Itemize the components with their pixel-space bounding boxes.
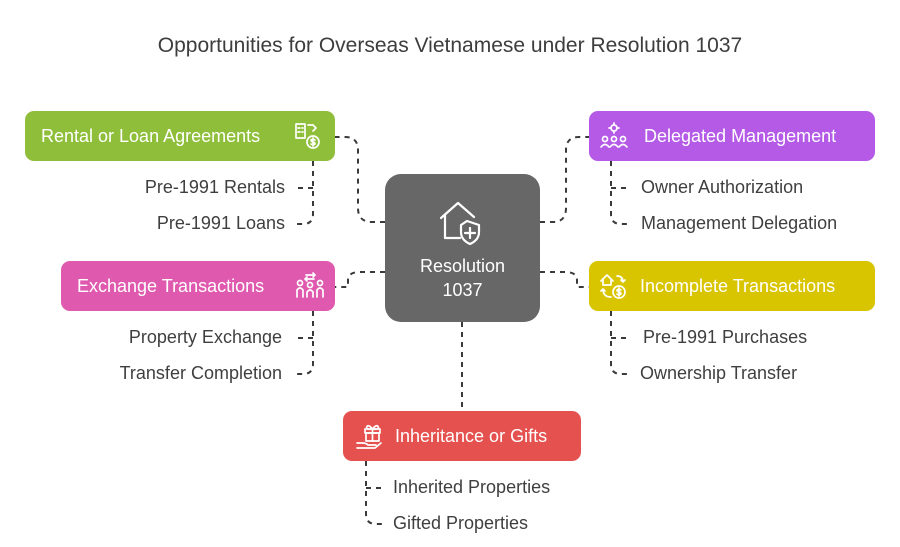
diagram-title: Opportunities for Overseas Vietnamese un… xyxy=(157,34,743,57)
sub-item: Ownership Transfer xyxy=(640,363,798,383)
center-label-line1: Resolution xyxy=(419,256,506,276)
exchange-people-icon xyxy=(296,272,324,298)
branch-inheritance[interactable]: Inheritance or Gifts xyxy=(343,411,581,461)
link-exchange xyxy=(335,271,385,288)
sub-item: Owner Authorization xyxy=(641,177,804,197)
people-network-icon xyxy=(600,122,628,148)
tree-incomplete xyxy=(610,311,628,375)
link-delegated xyxy=(540,136,589,223)
branch-delegated-label: Delegated Management xyxy=(644,125,837,146)
center-label-line2: 1037 xyxy=(442,280,483,300)
branch-rental-label: Rental or Loan Agreements xyxy=(41,125,261,146)
building-dollar-icon xyxy=(295,123,320,149)
branch-inheritance-label: Inheritance or Gifts xyxy=(395,425,548,446)
branch-exchange[interactable]: Exchange Transactions xyxy=(61,261,335,311)
sub-item: Pre-1991 Loans xyxy=(156,213,285,233)
house-shield-icon xyxy=(439,201,481,246)
branch-incomplete[interactable]: Incomplete Transactions xyxy=(589,261,875,311)
sub-item: Gifted Properties xyxy=(393,513,529,533)
branch-exchange-label: Exchange Transactions xyxy=(77,275,265,296)
center-node[interactable]: Resolution 1037 xyxy=(385,174,540,322)
sub-item: Pre-1991 Purchases xyxy=(643,327,808,347)
home-dollar-cycle-icon xyxy=(600,274,626,299)
link-rental xyxy=(335,136,385,223)
link-incomplete xyxy=(540,271,589,288)
sub-item: Inherited Properties xyxy=(393,477,551,497)
branch-incomplete-label: Incomplete Transactions xyxy=(640,275,836,296)
tree-delegated xyxy=(610,161,628,225)
sub-item: Management Delegation xyxy=(641,213,838,233)
sub-item: Property Exchange xyxy=(128,327,282,347)
gift-hand-icon xyxy=(356,424,382,449)
branch-rental[interactable]: Rental or Loan Agreements xyxy=(25,111,335,161)
sub-item: Pre-1991 Rentals xyxy=(144,177,285,197)
sub-item: Transfer Completion xyxy=(119,363,282,383)
tree-exchange xyxy=(296,311,314,375)
tree-inheritance xyxy=(365,461,383,525)
branch-delegated[interactable]: Delegated Management xyxy=(589,111,875,161)
tree-rental xyxy=(296,161,314,225)
